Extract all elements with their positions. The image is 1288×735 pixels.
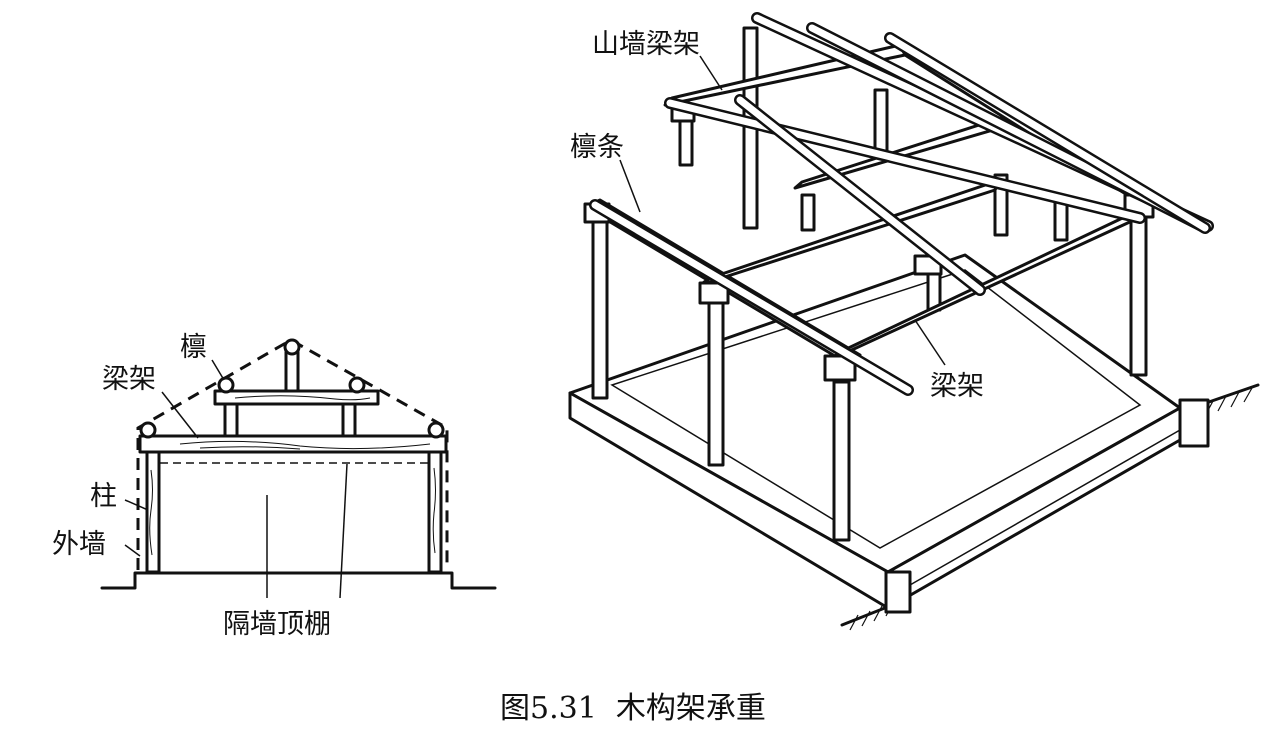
foundation-top [568, 253, 1182, 574]
label-lintiao: 檩条 [570, 132, 624, 163]
purlin-right-upper [348, 376, 366, 394]
purlin-right-eave [427, 421, 445, 439]
leader-zhu [124, 499, 149, 511]
label-liangjia-section: 梁架 [102, 364, 156, 395]
leader-waiqiang [124, 544, 141, 557]
right-column [427, 450, 443, 574]
label-geqiang-dingpeng: 隔墙顶棚 [223, 609, 331, 640]
isometric-frame-drawing: 山墙梁架 檩条 梁架 [568, 12, 1260, 631]
wall-cut-section-right [1178, 398, 1210, 448]
leader-lin [211, 359, 225, 381]
main-beam [138, 434, 448, 454]
label-liangjia-iso: 梁架 [930, 371, 984, 402]
column-back-left [678, 118, 694, 167]
column-right-front [1129, 213, 1148, 377]
king-post [284, 350, 300, 393]
column-front-right [832, 380, 851, 542]
column-front-mid [707, 298, 725, 467]
block-front-mid [698, 281, 730, 305]
cross-section-drawing: 檩 梁架 柱 外墙 隔墙顶棚 [52, 332, 497, 640]
foundation-inner [610, 269, 1142, 549]
column-mid-a [800, 193, 816, 232]
leader-ceiling-2 [339, 463, 348, 599]
ground-line [100, 571, 497, 590]
column-back-right [1053, 198, 1069, 242]
figure-caption: 图5.31 木构架承重 [500, 691, 766, 726]
outer-wall-dashed-outline [136, 338, 449, 570]
short-post-left [223, 402, 239, 438]
leader-shanqiang-liangjia [699, 55, 723, 91]
label-zhu: 柱 [90, 481, 117, 512]
wall-cut-section-front [884, 570, 912, 614]
short-post-right [341, 402, 357, 438]
purlins [589, 12, 1214, 396]
purlin-ridge [283, 338, 301, 356]
label-lin: 檩 [180, 332, 207, 363]
purlin-left-upper [217, 376, 235, 394]
label-waiqiang: 外墙 [52, 529, 106, 560]
leader-liangjia-left [161, 391, 199, 439]
column-front-left [591, 220, 609, 400]
purlin-left-eave [139, 421, 157, 439]
leader-lintiao [619, 159, 641, 213]
left-column [145, 450, 161, 574]
label-shanqiang-liangjia: 山墙梁架 [592, 29, 700, 60]
leader-liangjia-iso [914, 319, 946, 366]
